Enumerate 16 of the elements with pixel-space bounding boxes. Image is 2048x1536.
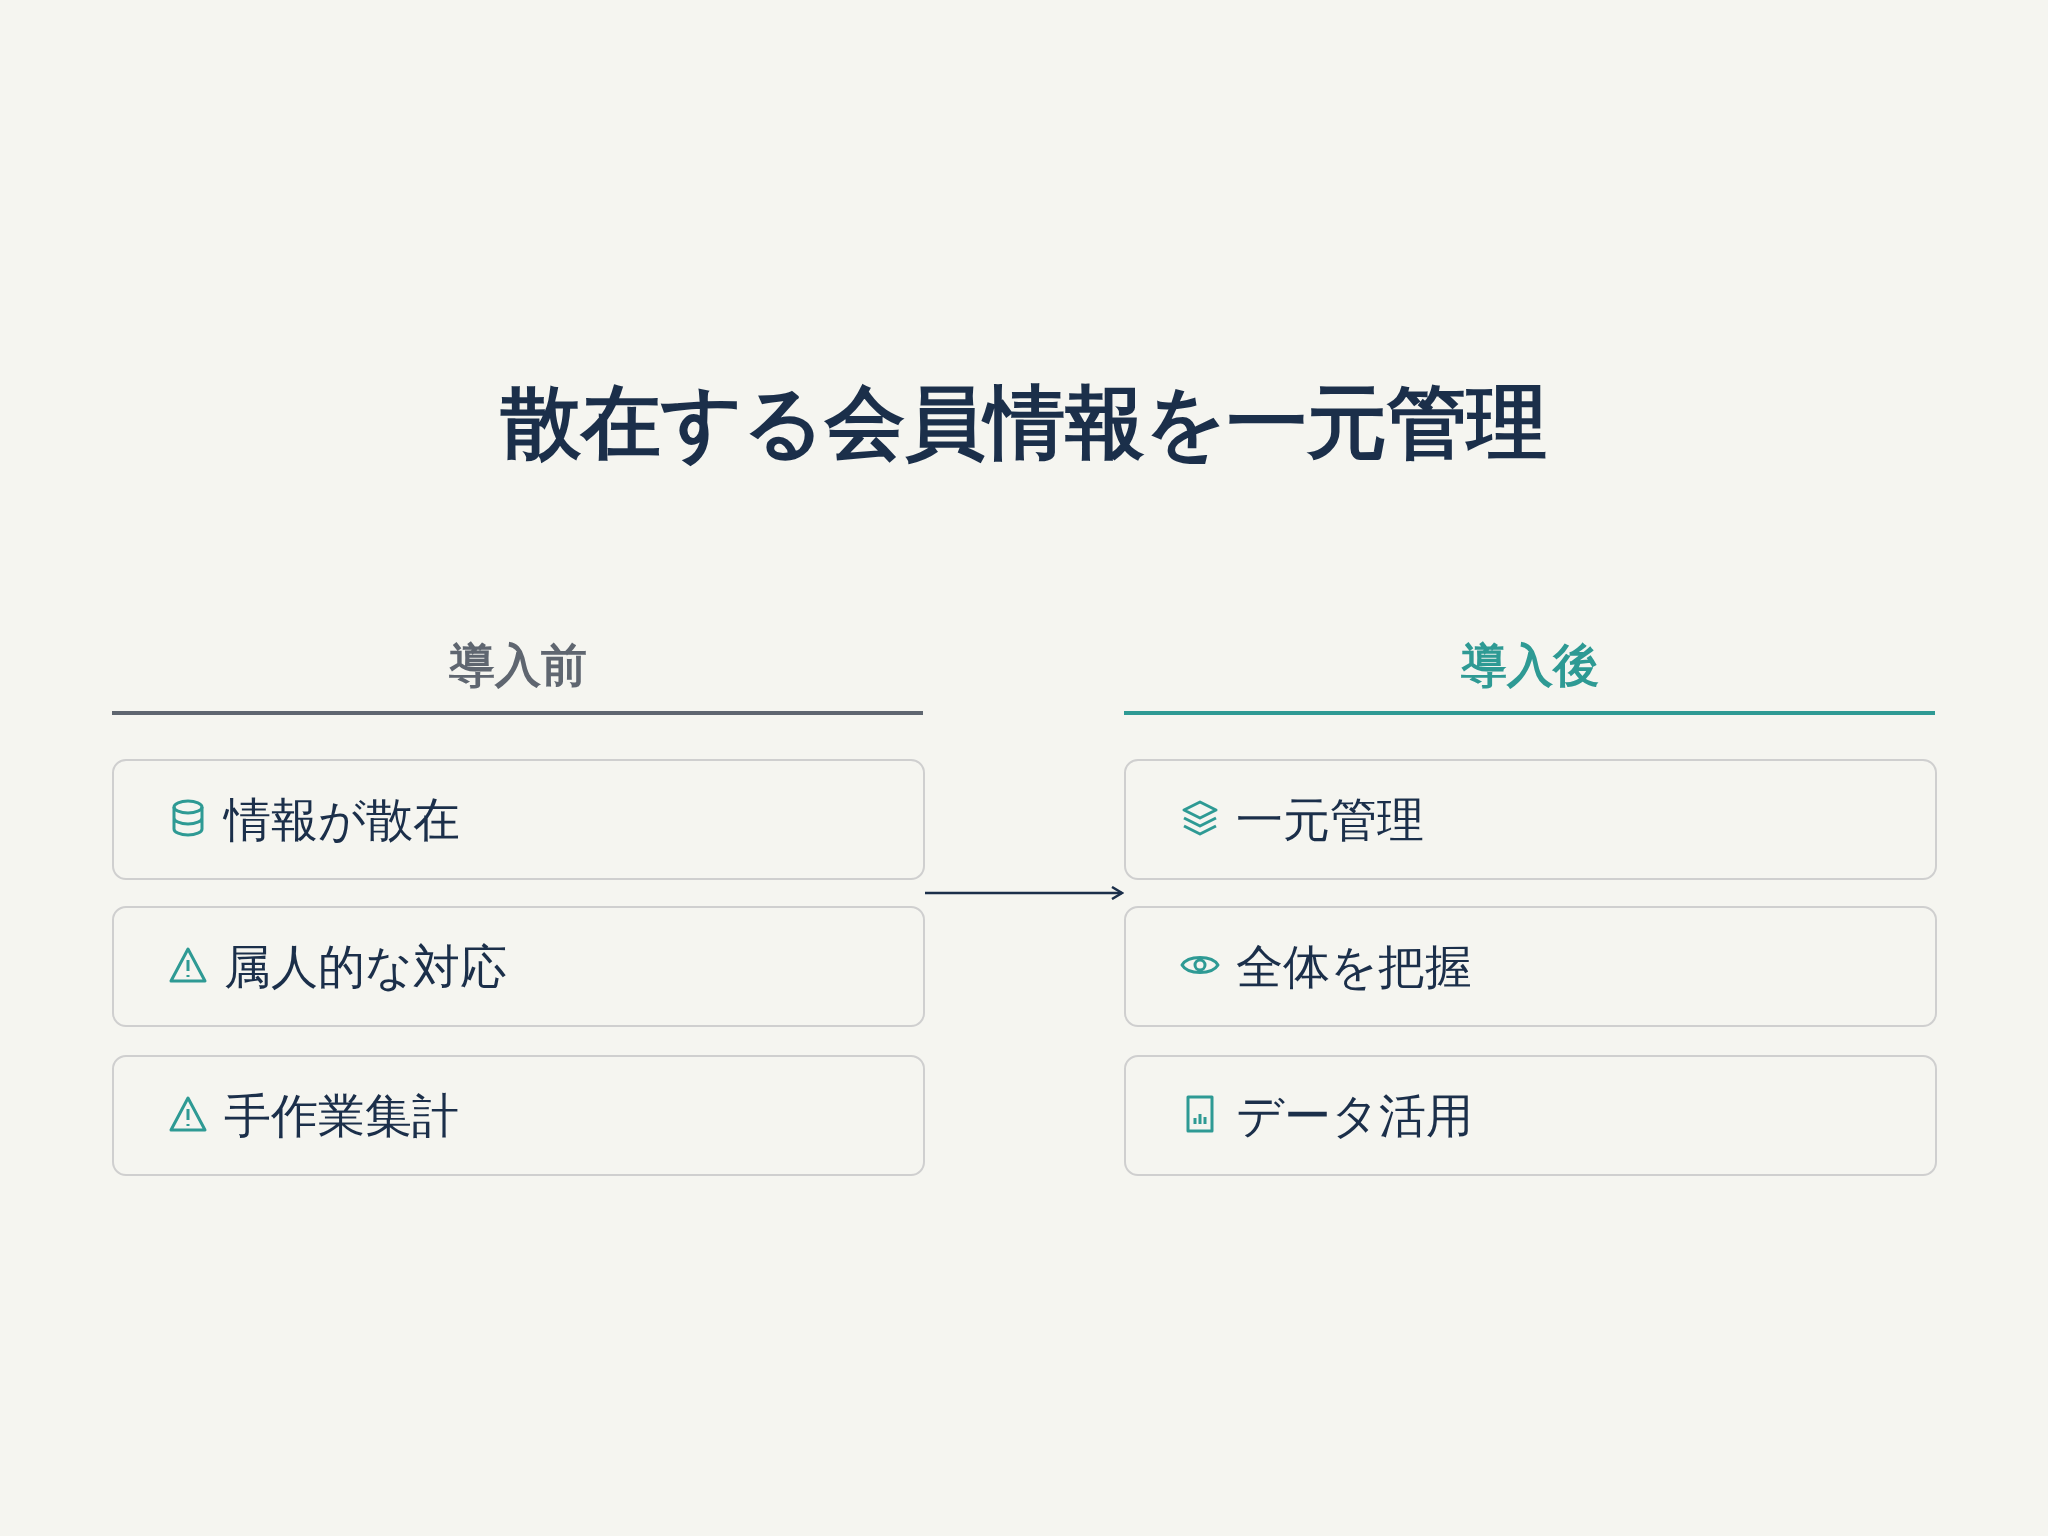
item-text: データ活用 xyxy=(1236,1087,1473,1145)
item-text: 情報が散在 xyxy=(224,791,460,849)
item-text: 属人的な対応 xyxy=(224,938,507,996)
item-text: 全体を把握 xyxy=(1236,938,1472,996)
item-card xyxy=(1124,759,1937,880)
heading-text: 導入後 xyxy=(1459,637,1600,694)
item-card xyxy=(112,906,925,1027)
item-text: 一元管理 xyxy=(1236,791,1424,849)
item-card xyxy=(112,759,925,880)
item-card xyxy=(1124,1055,1937,1176)
heading-text: 導入前 xyxy=(447,637,588,694)
title: 散在する会員情報を一元管理 xyxy=(499,375,1548,471)
item-text: 手作業集計 xyxy=(224,1087,459,1145)
item-card xyxy=(112,1055,925,1176)
arrow xyxy=(925,885,1124,901)
item-card xyxy=(1124,906,1937,1027)
